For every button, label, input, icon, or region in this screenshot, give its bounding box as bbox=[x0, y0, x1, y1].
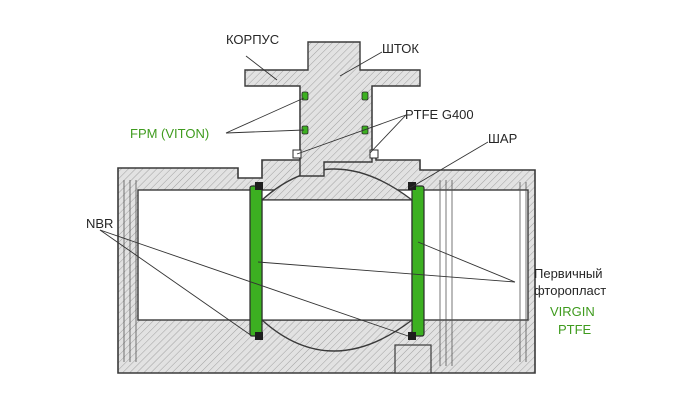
stem-seal-upper-right bbox=[361, 91, 369, 101]
label-seat-line4: PTFE bbox=[558, 322, 592, 337]
label-body: КОРПУС bbox=[226, 32, 280, 47]
label-stem: ШТОК bbox=[382, 41, 419, 56]
label-seat-line2: фторопласт bbox=[534, 283, 607, 298]
label-seat-line3: VIRGIN bbox=[550, 304, 595, 319]
label-ball: ШАР bbox=[488, 131, 518, 146]
label-stem-packing: PTFE G400 bbox=[405, 107, 474, 122]
left-thread bbox=[123, 180, 137, 362]
right-seat bbox=[411, 185, 425, 337]
label-seat-line1: Первичный bbox=[534, 266, 603, 281]
body-bottom-lip bbox=[394, 344, 432, 374]
left-seat bbox=[249, 185, 263, 337]
oring-top-left bbox=[255, 182, 263, 190]
label-orings: NBR bbox=[86, 216, 114, 231]
oring-bottom-left bbox=[255, 332, 263, 340]
stem bbox=[244, 41, 421, 177]
right-thread bbox=[439, 180, 527, 366]
label-stem-seal: FPM (VITON) bbox=[130, 126, 210, 141]
oring-bottom-right bbox=[408, 332, 416, 340]
ptfe-packing-right bbox=[369, 149, 379, 159]
ball-upper bbox=[260, 168, 415, 201]
leader-lines bbox=[99, 51, 516, 337]
ball-lower bbox=[260, 319, 415, 352]
oring-top-right bbox=[408, 182, 416, 190]
ball-bore bbox=[261, 199, 413, 321]
